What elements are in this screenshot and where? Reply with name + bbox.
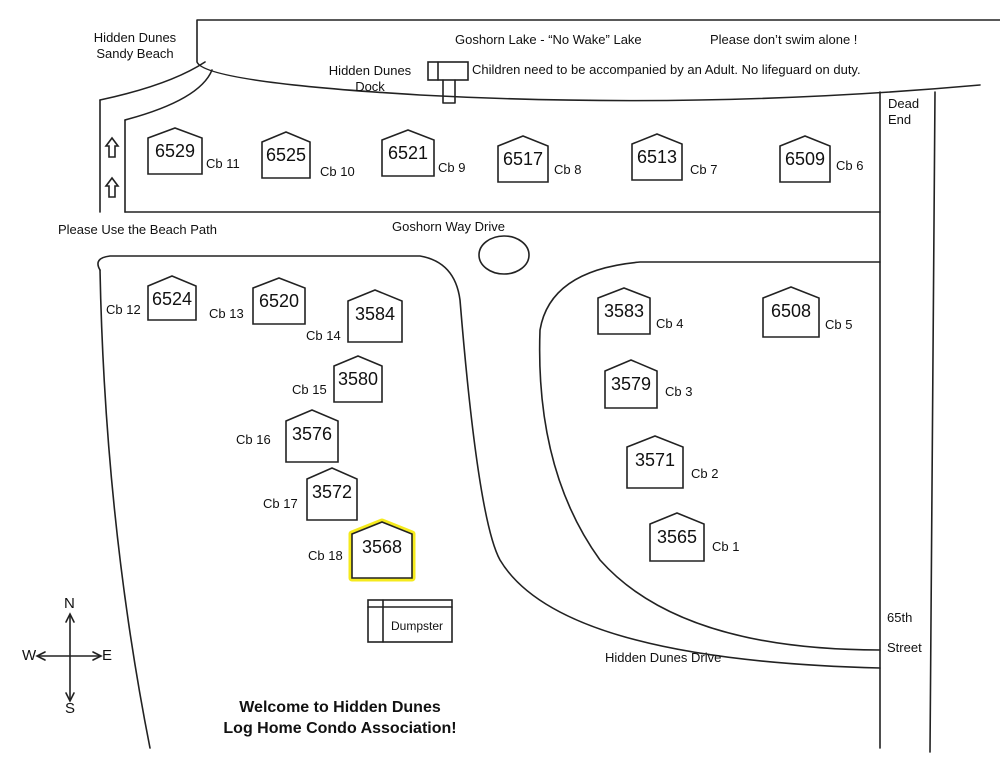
cabin-cb-label: Cb 7	[690, 162, 718, 177]
cabin-shape	[497, 135, 549, 183]
beach-path-outer	[99, 61, 206, 101]
cabin-cb-label: Cb 11	[206, 156, 240, 171]
street-east-edge	[929, 91, 936, 753]
cabin-shape	[147, 127, 203, 175]
cabin-shape	[626, 435, 684, 489]
cabin-cb-label: Cb 18	[308, 548, 343, 563]
cabin-shape	[762, 286, 820, 338]
cabin-number: 3572	[311, 482, 353, 502]
dock-walk	[442, 79, 456, 104]
cabin-cb-label: Cb 10	[320, 164, 355, 179]
up-arrow-icon	[104, 176, 120, 198]
cabin-number: 3576	[291, 424, 333, 444]
cabin-shape	[351, 521, 413, 579]
cabin-number: 6517	[502, 149, 544, 169]
west-road-edge	[99, 269, 151, 749]
up-arrow-icon	[104, 136, 120, 158]
cabin-shape	[285, 409, 339, 463]
cabin-shape	[147, 275, 197, 321]
compass-rose	[35, 612, 103, 703]
cabin-number: 3579	[610, 374, 652, 394]
hidden-dunes-drive-label: Hidden Dunes Drive	[605, 650, 722, 665]
cabin-shape	[261, 131, 311, 179]
cabin-shape	[604, 359, 658, 409]
compass-east: E	[102, 647, 113, 664]
cabin-shape	[306, 467, 358, 521]
cabin-shape	[347, 289, 403, 343]
cabin-shape	[381, 129, 435, 177]
cabin-cb-label: Cb 14	[306, 328, 341, 343]
cabin-number: 3584	[354, 304, 396, 324]
cabin-number: 6508	[770, 301, 812, 321]
cul-de-sac	[478, 235, 530, 275]
cabin-cb-label: Cb 15	[292, 382, 327, 397]
cabin-number: 3583	[603, 301, 645, 321]
cabin-cb-label: Cb 4	[656, 316, 684, 331]
cabin-number: 6509	[784, 149, 826, 169]
cabin-cb-label: Cb 12	[106, 302, 141, 317]
cabin-cb-label: Cb 6	[836, 158, 864, 173]
cabin-shape	[597, 287, 651, 335]
cabin-shape	[631, 133, 683, 181]
cabin-cb-label: Cb 13	[209, 306, 244, 321]
dock-box	[427, 61, 469, 81]
cabin-cb-label: Cb 2	[691, 466, 719, 481]
cabin-cb-label: Cb 5	[825, 317, 853, 332]
welcome-title: Welcome to Hidden Dunes Log Home Condo A…	[223, 699, 457, 737]
cabin-number: 6520	[258, 291, 300, 311]
cabin-number: 6521	[387, 143, 429, 163]
lake-label: Goshorn Lake - “No Wake” Lake	[455, 32, 642, 47]
cabin-cb-label: Cb 17	[263, 496, 298, 511]
left-block-west-edge	[97, 255, 881, 669]
goshorn-way-label: Goshorn Way Drive	[392, 219, 505, 234]
beach-label: Hidden Dunes Sandy Beach	[93, 30, 177, 61]
children-notice: Children need to be accompanied by an Ad…	[472, 62, 861, 77]
cabin-shape	[252, 277, 306, 325]
cabin-number: 3568	[361, 537, 403, 557]
right-block-edge	[538, 261, 881, 651]
beach-path-inner	[124, 69, 213, 121]
dock-label: Hidden Dunes Dock	[328, 63, 412, 94]
cabin-cb-label: Cb 3	[665, 384, 693, 399]
compass-north: N	[64, 595, 75, 612]
compass-south: S	[65, 700, 76, 717]
beach-path-label: Please Use the Beach Path	[58, 222, 217, 237]
cabin-number: 6525	[265, 145, 307, 165]
cabin-number: 6513	[636, 147, 678, 167]
dead-end-label: Dead End	[888, 96, 920, 127]
cabin-cb-label: Cb 1	[712, 539, 740, 554]
swim-notice: Please don’t swim alone !	[710, 32, 858, 47]
street-label: 65th Street	[887, 610, 922, 655]
cabin-number: 3571	[634, 450, 676, 470]
cabin-number: 3580	[337, 369, 379, 389]
cabin-shape	[333, 355, 383, 403]
dumpster-lid	[367, 599, 453, 643]
lake-shoreline	[196, 19, 1000, 102]
compass-west: W	[22, 647, 37, 664]
cabin-cb-label: Cb 8	[554, 162, 582, 177]
cabin-number: 6529	[154, 141, 196, 161]
cabin-cb-label: Cb 16	[236, 432, 271, 447]
dumpster-box	[367, 599, 453, 643]
cabin-shape	[649, 512, 705, 562]
cabin-shapes	[147, 127, 831, 582]
cabin-number: 6524	[151, 289, 193, 309]
dumpster-label: Dumpster	[391, 619, 444, 633]
cabin-cb-label: Cb 9	[438, 160, 466, 175]
cabin-number: 3565	[656, 527, 698, 547]
cabin-shape	[779, 135, 831, 183]
